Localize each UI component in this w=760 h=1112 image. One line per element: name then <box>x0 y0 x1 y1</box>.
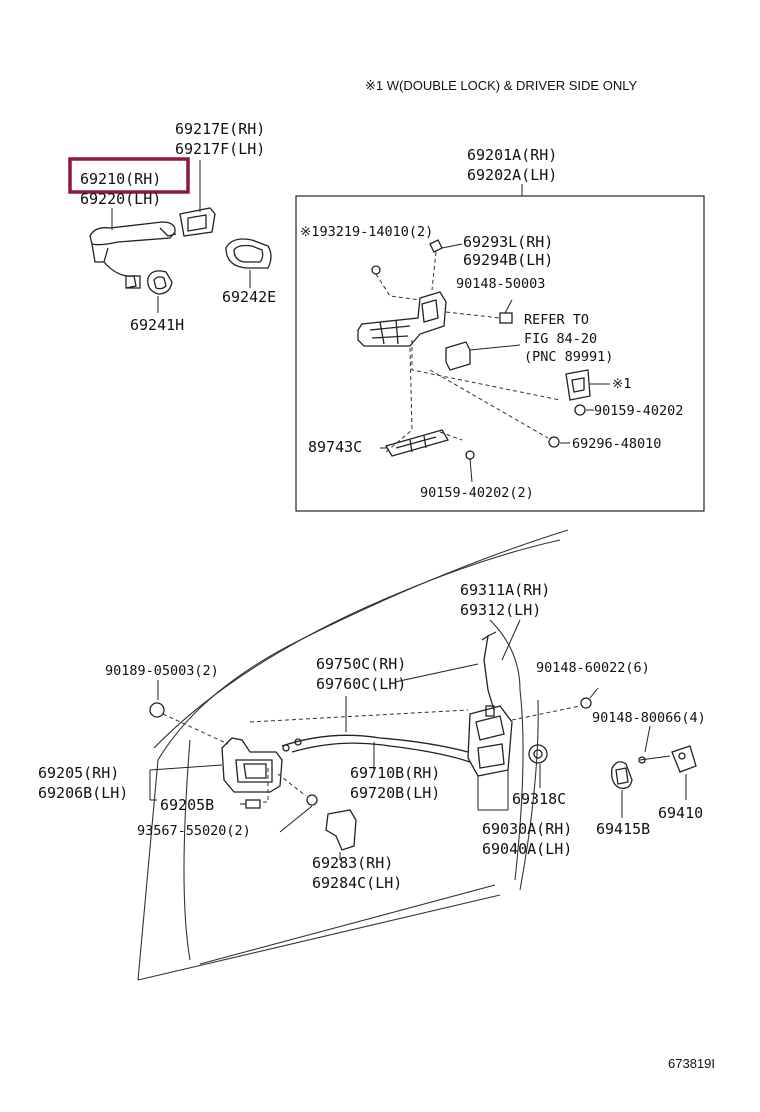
label-90159-40202[interactable]: 90159-40202 <box>594 403 683 419</box>
part-69242e-pad <box>225 238 272 269</box>
label-69242e[interactable]: 69242E <box>222 288 276 306</box>
label-69294b[interactable]: 69294B(LH) <box>463 251 553 269</box>
label-69293l[interactable]: 69293L(RH) <box>463 233 553 251</box>
lock-assembly-box <box>295 195 705 512</box>
label-69217f[interactable]: 69217F(LH) <box>175 140 265 158</box>
part-69241h-pad <box>147 270 173 295</box>
image-id: 673819I <box>668 1056 715 1071</box>
label-69217e[interactable]: 69217E(RH) <box>175 120 265 138</box>
label-90148-50003[interactable]: 90148-50003 <box>456 276 545 292</box>
label-69760c[interactable]: 69760C(LH) <box>316 675 406 693</box>
note-double-lock: ※1 W(DOUBLE LOCK) & DRIVER SIDE ONLY <box>365 78 637 93</box>
label-69720b[interactable]: 69720B(LH) <box>350 784 440 802</box>
label-69030a[interactable]: 69030A(RH) <box>482 820 572 838</box>
label-69750c[interactable]: 69750C(RH) <box>316 655 406 673</box>
highlight-box-69210 <box>68 157 190 194</box>
label-69415b[interactable]: 69415B <box>596 820 650 838</box>
label-69410[interactable]: 69410 <box>658 804 703 822</box>
door-body-outline <box>137 529 569 981</box>
label-89743c[interactable]: 89743C <box>308 438 362 456</box>
label-69318c[interactable]: 69318C <box>512 790 566 808</box>
label-69312[interactable]: 69312(LH) <box>460 601 541 619</box>
label-69206b[interactable]: 69206B(LH) <box>38 784 128 802</box>
label-90189-05003[interactable]: 90189-05003(2) <box>105 663 219 679</box>
label-69040a[interactable]: 69040A(LH) <box>482 840 572 858</box>
label-90159-40202-2[interactable]: 90159-40202(2) <box>420 485 534 501</box>
label-69241h[interactable]: 69241H <box>130 316 184 334</box>
label-69205b[interactable]: 69205B <box>160 796 214 814</box>
label-69311a[interactable]: 69311A(RH) <box>460 581 550 599</box>
label-193219[interactable]: ※193219-14010(2) <box>300 224 433 240</box>
label-69205[interactable]: 69205(RH) <box>38 764 119 782</box>
part-69217-cover <box>179 207 216 237</box>
lower-parts <box>149 619 697 860</box>
label-69296-48010[interactable]: 69296-48010 <box>572 436 661 452</box>
label-69201a[interactable]: 69201A(RH) <box>467 146 557 164</box>
part-69210-outside-handle <box>89 221 177 289</box>
label-69202a[interactable]: 69202A(LH) <box>467 166 557 184</box>
label-90148-80066[interactable]: 90148-80066(4) <box>592 710 706 726</box>
label-refer-fig[interactable]: FIG 84-20 <box>524 331 597 347</box>
label-90148-60022[interactable]: 90148-60022(6) <box>536 660 650 676</box>
label-69284c[interactable]: 69284C(LH) <box>312 874 402 892</box>
label-refer-to[interactable]: REFER TO <box>524 312 589 328</box>
label-69210[interactable]: 69210(RH) <box>80 170 161 188</box>
label-refer-pnc[interactable]: (PNC 89991) <box>524 349 613 365</box>
lock-box-parts <box>357 239 610 483</box>
label-mark-1[interactable]: ※1 <box>612 376 631 392</box>
label-69220[interactable]: 69220(LH) <box>80 190 161 208</box>
label-69283[interactable]: 69283(RH) <box>312 854 393 872</box>
label-93567-55020[interactable]: 93567-55020(2) <box>137 823 251 839</box>
label-69710b[interactable]: 69710B(RH) <box>350 764 440 782</box>
